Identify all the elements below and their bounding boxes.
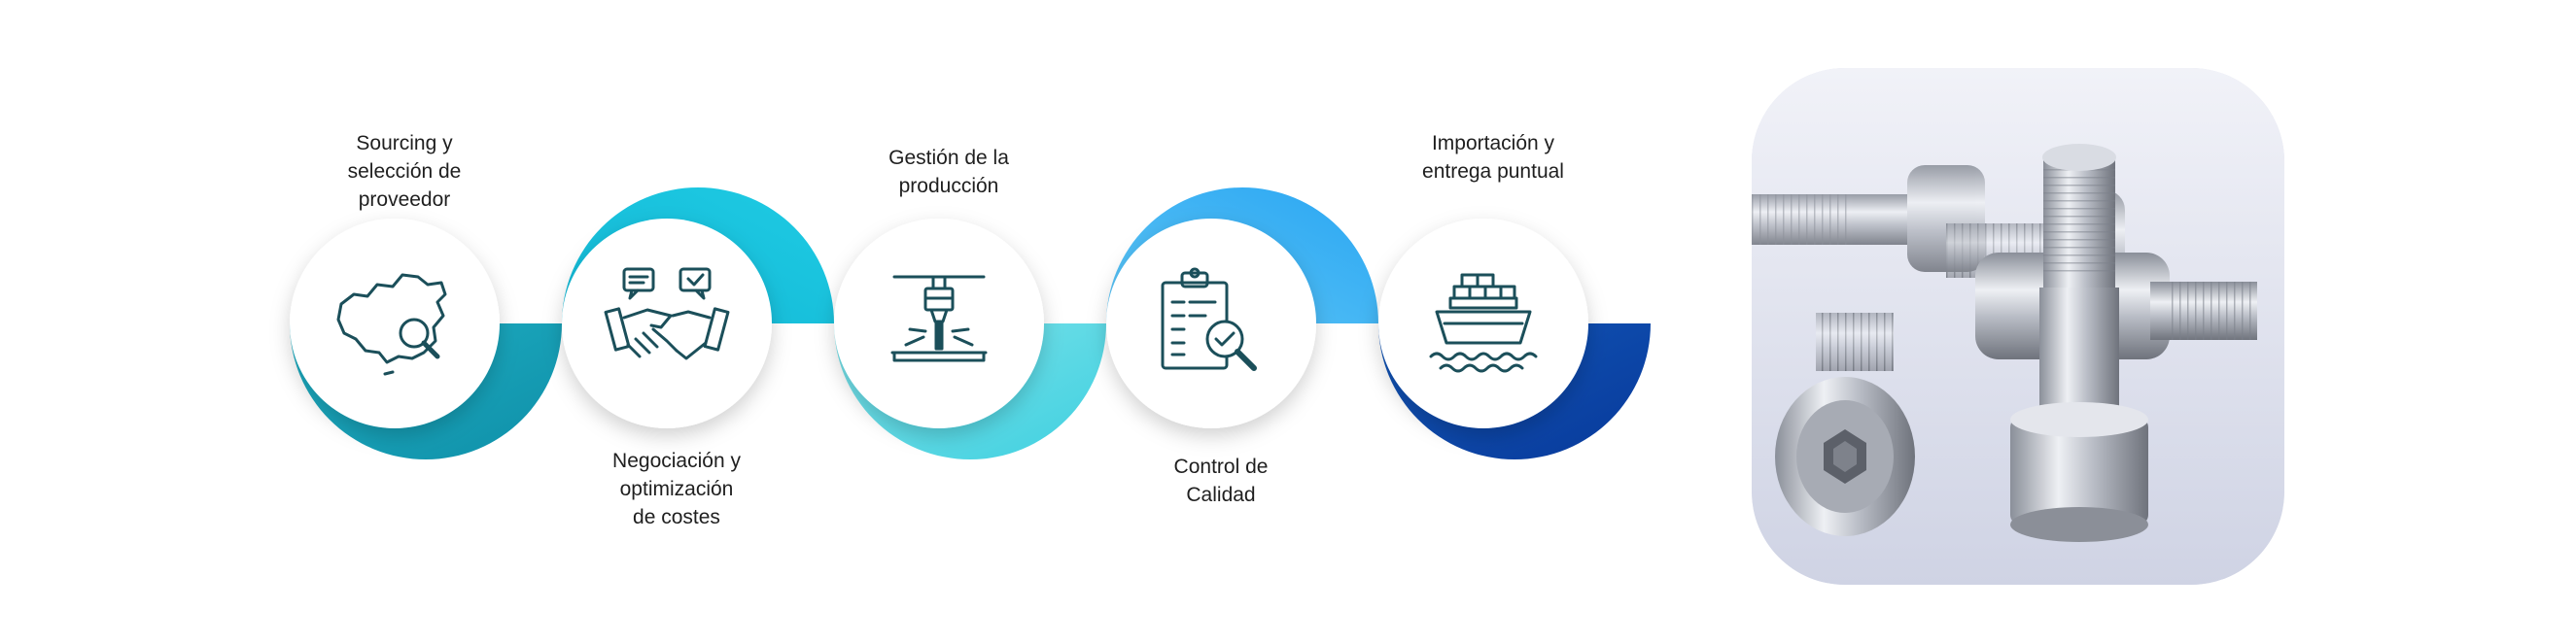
step-label-production: Gestión de la producción: [888, 147, 1009, 197]
process-flow-diagram: [290, 187, 1651, 459]
clipboard-check-magnifier-icon: [1161, 267, 1257, 371]
cnc-machine-icon: [890, 275, 988, 362]
step-label-quality: Control de Calidad: [1173, 456, 1269, 506]
step-2-circle: [562, 219, 772, 428]
step-label-negotiation: Negociación y optimización de costes: [612, 450, 741, 528]
step-label-import: Importación y entrega puntual: [1422, 132, 1564, 183]
step-1-circle: [290, 219, 500, 428]
china-map-magnifier-icon: [336, 273, 447, 376]
cargo-ship-icon: [1429, 273, 1538, 373]
handshake-chat-icon: [604, 267, 730, 360]
step-4-circle: [1106, 219, 1316, 428]
machined-shoulder-bolts-photo: [1752, 68, 2284, 585]
step-label-sourcing: Sourcing y selección de proveedor: [347, 132, 462, 211]
